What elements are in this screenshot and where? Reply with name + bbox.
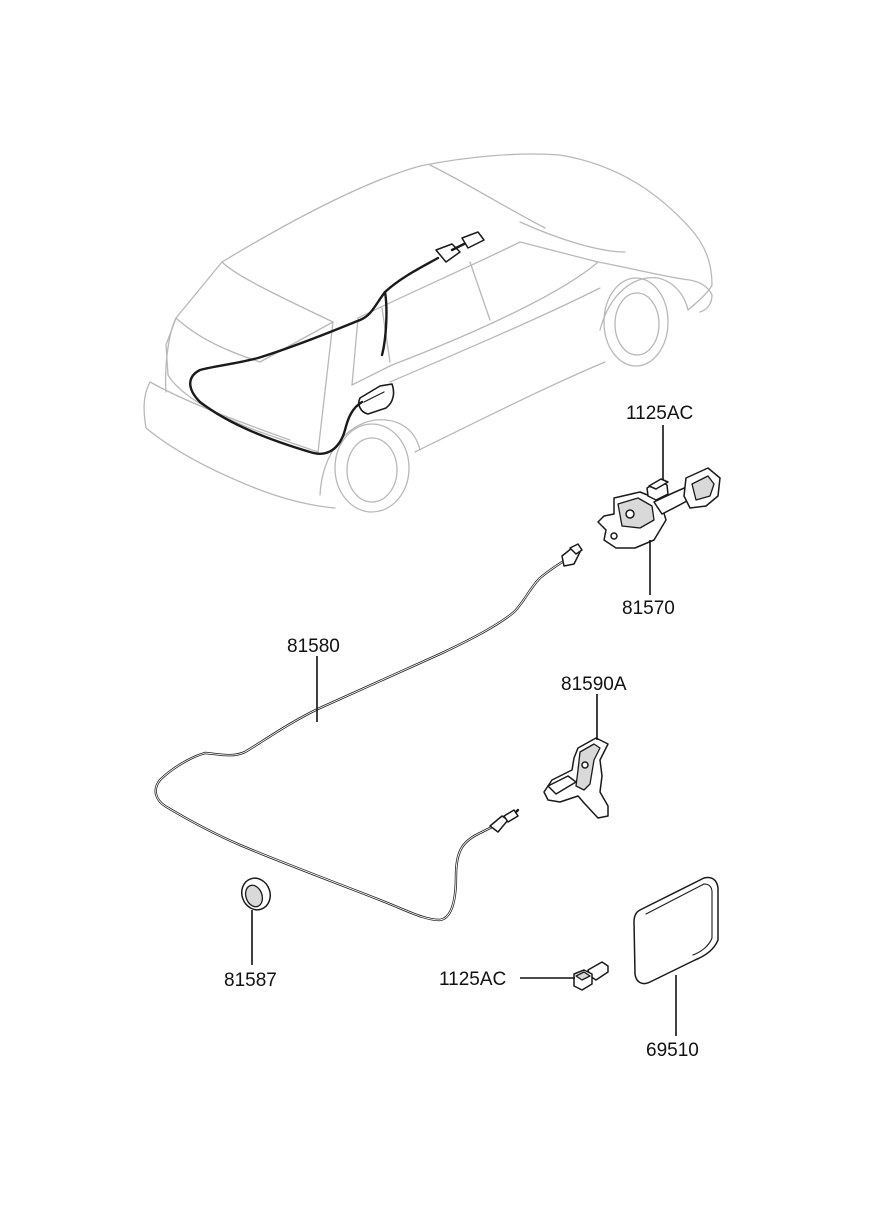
- fuel-filler-lock-assembly: [597, 467, 721, 549]
- part-labels: 1125AC 81570 81580 81590A 81587 1125AC 6…: [224, 403, 699, 1061]
- bracket: [543, 737, 609, 819]
- label-fuel-filler-lock: 81570: [622, 598, 675, 619]
- label-bolt-top: 1125AC: [626, 403, 693, 424]
- fuel-filler-door: [633, 876, 719, 985]
- label-bracket: 81590A: [561, 674, 627, 695]
- label-clip: 81587: [224, 970, 277, 991]
- vehicle-outline: [143, 153, 713, 513]
- clip-icon: [241, 877, 271, 911]
- release-cable: [154, 543, 583, 922]
- label-release-cable: 81580: [287, 636, 340, 657]
- label-bolt-bottom: 1125AC: [439, 969, 506, 990]
- bolt-icon: [646, 478, 669, 501]
- leader-lines: [251, 425, 677, 1036]
- bolt-icon: [573, 961, 609, 991]
- label-fuel-filler-door: 69510: [646, 1040, 699, 1061]
